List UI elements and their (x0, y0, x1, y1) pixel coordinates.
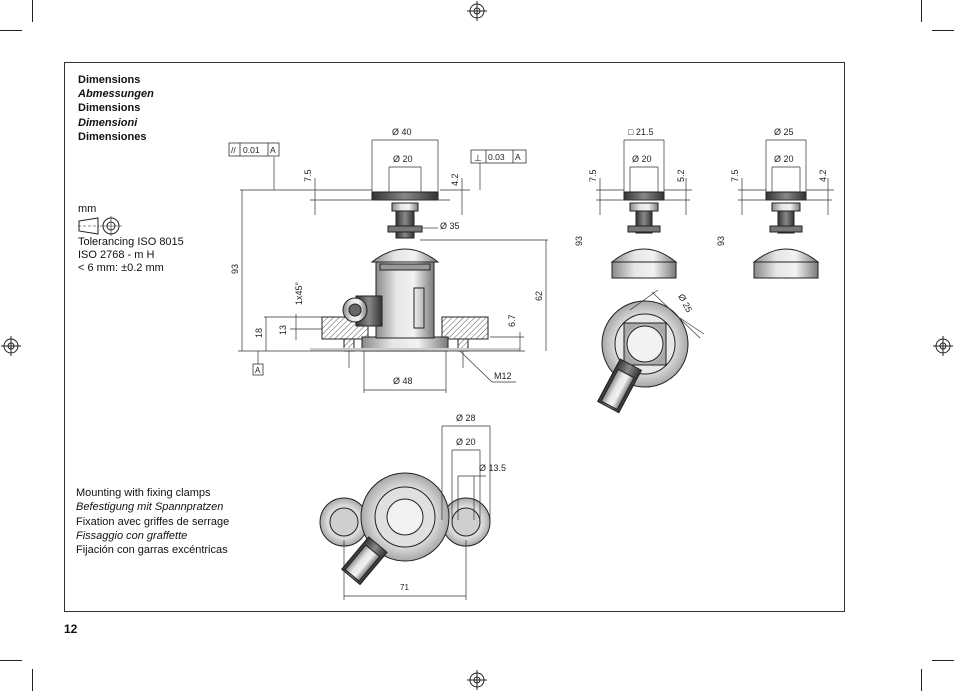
dim-6-7: 6.7 (507, 314, 517, 327)
crop-mark (32, 0, 33, 22)
registration-mark (467, 1, 487, 21)
side-view-round (752, 191, 820, 279)
dim-93: 93 (230, 264, 240, 274)
crop-mark (32, 669, 33, 691)
mounting-fr: Fixation avec griffes de serrage (76, 515, 230, 528)
perpendicularity-datum: A (515, 152, 521, 162)
registration-mark (1, 336, 21, 356)
top-view-dimension (629, 289, 705, 339)
dim-d28: Ø 28 (456, 413, 476, 423)
crop-mark (0, 30, 22, 31)
projection-symbol (78, 216, 184, 236)
heading-es: Dimensiones (78, 130, 147, 143)
view3-dimension-lines (738, 139, 834, 215)
crop-mark (932, 660, 954, 661)
drawing-frame (64, 62, 845, 612)
dim-d20-view2: Ø 20 (632, 154, 652, 164)
datum-marker: A (252, 363, 264, 376)
dim-d40: Ø 40 (392, 127, 412, 137)
dim-sq21-5: □ 21.5 (628, 127, 653, 137)
datum-label: A (255, 366, 261, 375)
crop-mark (0, 660, 22, 661)
dim-d25-circle: Ø 25 (676, 292, 694, 314)
side-view-square (610, 191, 678, 279)
perpendicularity-symbol: ⊥ (474, 153, 482, 163)
view2-dimension-labels: □ 21.5 Ø 20 7.5 5.2 93 (574, 127, 686, 246)
dim-d48: Ø 48 (393, 376, 413, 386)
iso-standard: ISO 2768 - m H (78, 249, 155, 261)
dim-m12: M12 (494, 371, 512, 381)
mounting-de: Befestigung mit Spannpratzen (76, 501, 224, 514)
parallelism-symbol: // (231, 145, 236, 155)
parallelism-value: 0.01 (243, 145, 260, 155)
view2-dimension-lines (596, 139, 692, 215)
registration-mark (467, 670, 487, 690)
crop-mark (932, 30, 954, 31)
main-dimension-labels: Ø 40 Ø 20 Ø 35 Ø 48 M12 7.5 4.2 93 62 6.… (230, 127, 544, 386)
perpendicularity-tolerance-frame: ⊥ 0.03 A (470, 149, 527, 164)
dim-7-5: 7.5 (303, 169, 313, 182)
dim-d20-view3: Ø 20 (774, 154, 794, 164)
page-number: 12 (64, 622, 78, 636)
parallelism-tolerance-frame: // 0.01 A (228, 142, 280, 157)
small-tolerance: < 6 mm: ±0.2 mm (78, 262, 164, 274)
view3-dimension-labels: Ø 25 Ø 20 7.5 4.2 93 (716, 127, 828, 246)
top-view-circle (596, 300, 689, 414)
heading-fr: Dimensions (78, 102, 141, 115)
dim-62: 62 (534, 291, 544, 301)
perpendicularity-value: 0.03 (488, 152, 505, 162)
dim-7-5-view2: 7.5 (588, 169, 598, 182)
heading-it: Dimensioni (78, 116, 138, 129)
registration-mark (933, 336, 953, 356)
dim-7-5-view3: 7.5 (730, 169, 740, 182)
mounting-es: Fijación con garras excéntricas (76, 544, 228, 557)
mounting-caption: Mounting with fixing clamps Befestigung … (76, 486, 229, 557)
heading-en: Dimensions (78, 74, 141, 86)
dim-d20-clamp: Ø 20 (456, 437, 476, 447)
dim-13: 13 (278, 325, 288, 335)
heading-de: Abmessungen (78, 88, 154, 101)
main-side-view (310, 191, 520, 352)
mounting-en: Mounting with fixing clamps (76, 487, 211, 499)
mounting-dimension-labels: Ø 28 Ø 20 Ø 13.5 71 (400, 413, 506, 592)
dim-d25-top: Ø 25 (774, 127, 794, 137)
mounting-it: Fissaggio con graffette (76, 529, 188, 542)
dim-d13-5: Ø 13.5 (479, 463, 506, 473)
dim-chamfer: 1x45° (294, 281, 304, 305)
dim-4-2-view3: 4.2 (818, 169, 828, 182)
main-dimension-lines (238, 139, 548, 393)
dim-93-view3: 93 (716, 236, 726, 246)
mounting-top-view (319, 472, 491, 586)
unit-label: mm (78, 203, 97, 215)
crop-mark (921, 669, 922, 691)
dim-d35: Ø 35 (440, 221, 460, 231)
dim-71: 71 (400, 583, 409, 592)
parallelism-datum: A (270, 145, 276, 155)
tolerancing-standard: Tolerancing ISO 8015 (78, 236, 184, 248)
dim-d20: Ø 20 (393, 154, 413, 164)
units-block: mm Tolerancing ISO 8015 ISO 2768 - m H <… (78, 203, 184, 275)
mounting-dimension-lines (343, 425, 491, 600)
dim-5-2: 5.2 (676, 169, 686, 182)
crop-mark (921, 0, 922, 22)
dimensions-heading: Dimensions Abmessungen Dimensions Dimens… (78, 73, 154, 144)
dim-93-view2: 93 (574, 236, 584, 246)
dim-18: 18 (254, 328, 264, 338)
dim-4-2: 4.2 (450, 173, 460, 186)
